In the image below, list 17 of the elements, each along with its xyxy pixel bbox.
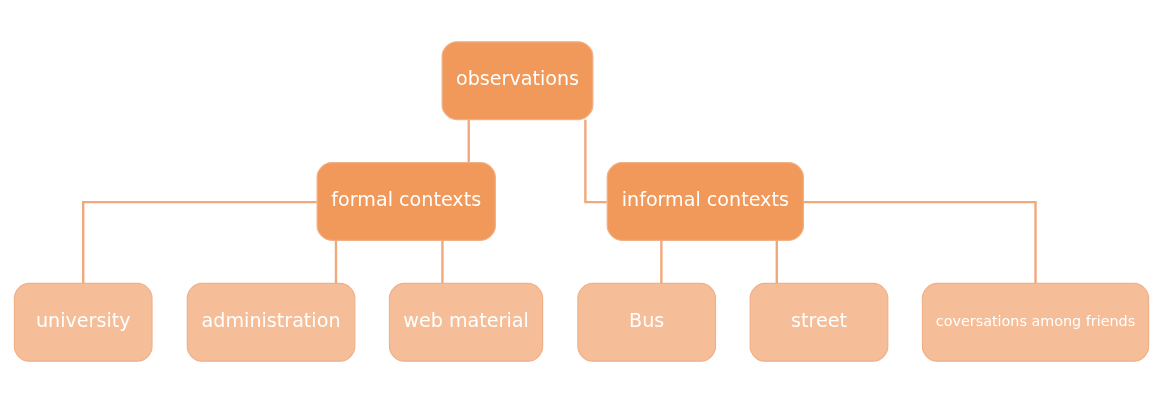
connector	[467, 119, 470, 163]
connector	[334, 240, 338, 284]
connector	[441, 240, 444, 284]
connector	[803, 200, 1037, 284]
node-box: Bus	[577, 282, 717, 362]
node-box: observations	[441, 41, 594, 121]
node-box: university	[13, 282, 153, 362]
connector	[660, 240, 663, 284]
node-box: informal contexts	[606, 162, 805, 241]
node-box: administration	[186, 282, 356, 362]
connector	[82, 200, 317, 284]
node-box: formal contexts	[316, 162, 496, 241]
connector	[584, 119, 607, 204]
node-box: coversations among friends	[921, 282, 1150, 362]
node-box: street	[749, 282, 889, 362]
connector	[775, 240, 778, 284]
node-box: web material	[388, 282, 544, 362]
